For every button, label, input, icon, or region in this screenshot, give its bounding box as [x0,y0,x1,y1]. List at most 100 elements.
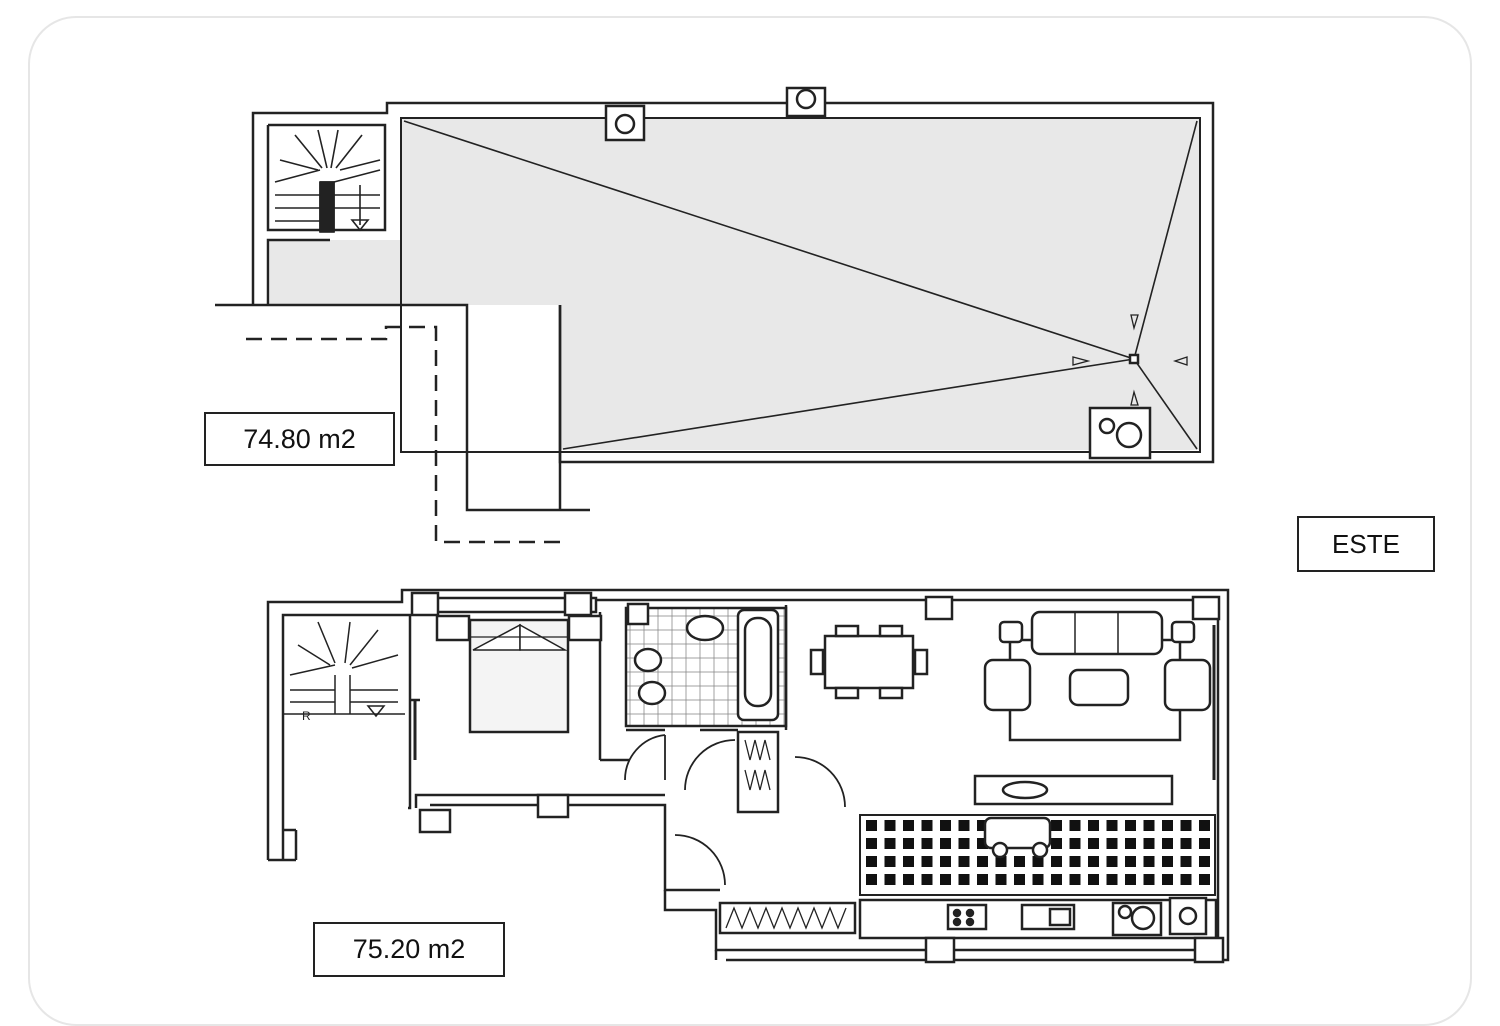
kitchen-tile [1032,856,1044,867]
kitchen-tile [1180,838,1192,849]
kitchen-tile [1199,856,1210,867]
kitchen-tile [1106,874,1118,885]
stair-upper [274,129,381,233]
hall-wardrobe [736,730,780,814]
stove-icon [946,903,988,931]
kitchen-tile [1106,838,1118,849]
kitchen-tile [1125,838,1136,849]
kitchen-tile [1069,820,1081,831]
kitchen-tile [995,874,1007,885]
kitchen-tile [866,856,877,867]
kitchen-tile [977,838,988,849]
kitchen-tile [1069,856,1081,867]
upper-level-plan [215,86,1215,544]
kitchen-tile [958,820,970,831]
kitchen-tile [884,838,896,849]
kitchen-tile [884,820,896,831]
terrace-parapet [215,303,590,512]
kitchen-floor [859,814,1216,896]
kitchen-tile [1180,874,1192,885]
kitchen-tile [958,838,970,849]
kitchen-tile [1143,874,1155,885]
kitchen-tile [1162,874,1173,885]
lower-area-label: 75.20 m2 [313,922,505,977]
kitchen-tile [1199,874,1210,885]
kitchen-tile [1014,874,1025,885]
kitchen-tile [1199,820,1210,831]
roof-slope-lines [403,120,1198,450]
kitchen-tile [940,838,951,849]
kitchen-tile [1051,856,1062,867]
sofa-set [983,610,1212,742]
stair-lower: R [283,621,405,723]
kitchen-tile [1180,856,1192,867]
nightstand [435,614,471,642]
kitchen-tile [1014,856,1025,867]
kitchen-tile [1106,856,1118,867]
kitchen-tile [940,874,951,885]
kitchen-tile [1162,838,1173,849]
kitchen-tile [866,874,877,885]
kitchen-tile [921,874,933,885]
kitchen-tile [1143,820,1155,831]
kitchen-tile [903,838,914,849]
roof-terrace-surface [270,118,1200,450]
kitchen-tile [1069,838,1081,849]
kitchen-tile [977,856,988,867]
kitchen-bar [973,774,1174,806]
kitchen-tile [1125,820,1136,831]
vent-icon [604,104,646,142]
kitchen-tile [1162,856,1173,867]
kitchen-tile [903,874,914,885]
kitchen-tile [1143,838,1155,849]
kitchen-tile [995,856,1007,867]
kitchen-tile [977,820,988,831]
toilet [637,680,667,706]
kitchen-tile [884,874,896,885]
nightstand [567,614,603,642]
kitchen-tile [958,856,970,867]
kitchen-tile [1125,874,1136,885]
kitchen-tile [1069,874,1081,885]
kitchen-tile [1106,820,1118,831]
upper-area-label: 74.80 m2 [204,412,395,466]
kitchen-tile [1088,856,1099,867]
hidden-outline [246,325,560,544]
kitchen-tile [1199,838,1210,849]
boiler-icon [1168,896,1208,936]
lower-level-plan: R [266,588,1230,964]
bidet [633,647,663,673]
kitchen-tile [1088,874,1099,885]
kitchen-tile [1143,856,1155,867]
kitchen-tile [1125,856,1136,867]
kitchen-tile [866,820,877,831]
boiler-icon [1088,406,1152,460]
kitchen-tile [977,874,988,885]
kitchen-tile [884,856,896,867]
kitchen-tile [921,838,933,849]
kitchen-tile [1051,838,1062,849]
vent-icon [785,86,827,118]
kitchen-tile [1051,820,1062,831]
kitchen-tile [921,856,933,867]
svg-text:R: R [302,709,311,723]
washer-icon [1111,901,1163,937]
washbasin [685,614,725,642]
planter [718,901,857,935]
slope-arrows [1072,314,1188,406]
kitchen-tile [903,820,914,831]
kitchen-tile [940,856,951,867]
kitchen-tile [1088,820,1099,831]
kitchen-tile [921,820,933,831]
kitchen-tile [1088,838,1099,849]
orientation-label: ESTE [1297,516,1435,572]
kitchen-tile [1032,874,1044,885]
kitchen-tile [958,874,970,885]
kitchen-tile [866,838,877,849]
bathroom [624,602,788,732]
roof-drain [1128,353,1140,365]
bedroom [410,591,630,834]
kitchen-tile [903,856,914,867]
kitchen-tile [1180,820,1192,831]
